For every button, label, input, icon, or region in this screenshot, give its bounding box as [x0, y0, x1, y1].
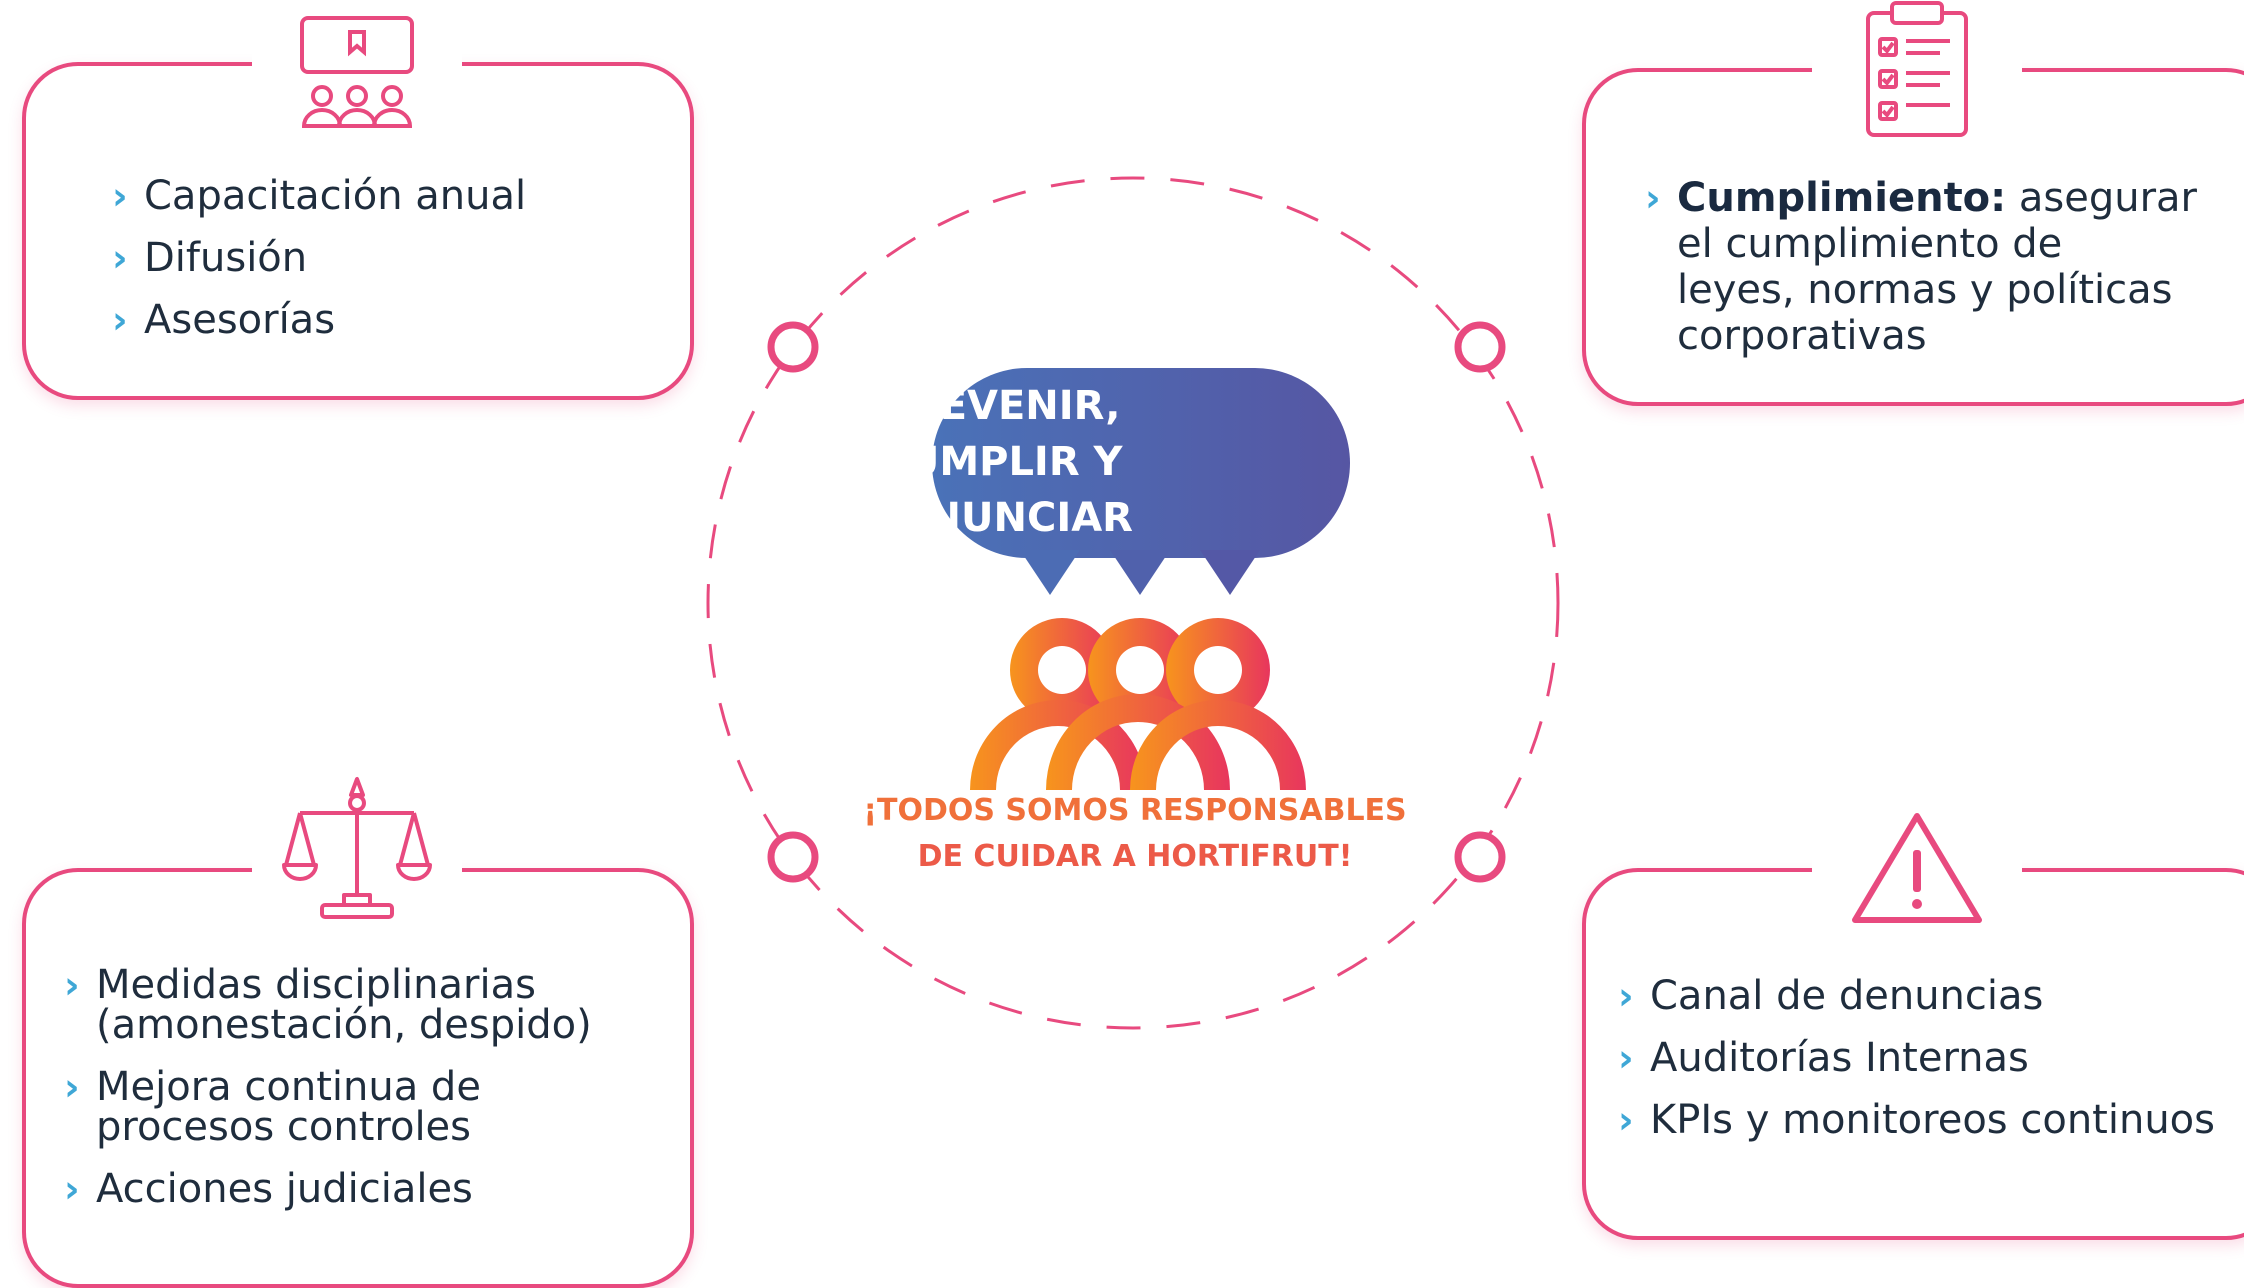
chevron-right-icon: › [64, 963, 80, 1007]
detection-list: ›Canal de denuncias ›Auditorías Internas… [1618, 975, 2215, 1161]
card-compliance-icon-holder [1812, 0, 2022, 140]
training-presentation-icon [300, 16, 414, 128]
list-item: ›Capacitación anual [112, 173, 527, 219]
tagline: ¡TODOS SOMOS RESPONSABLES DE CUIDAR A HO… [830, 788, 1440, 880]
node-top-right [1454, 321, 1506, 373]
chevron-right-icon: › [112, 236, 128, 280]
people-group-icon [970, 618, 1306, 790]
card-sanctions-icon-holder [252, 775, 462, 925]
compliance-label: Cumplimiento: [1677, 175, 2007, 221]
sanctions-list: › Medidas disciplinarias (amonestación, … [64, 965, 592, 1229]
list-item: › Acciones judiciales [64, 1166, 473, 1212]
card-detection [1582, 868, 2244, 1240]
card-prevention-icon-holder [252, 8, 462, 134]
chevron-right-icon: › [64, 1065, 80, 1109]
speech-bubble [932, 368, 1350, 595]
chevron-right-icon: › [1618, 1036, 1634, 1080]
dashed-circle [706, 176, 1560, 1030]
slogan-line-2: CUMPLIR Y [877, 439, 1123, 485]
list-item: Cumplimiento: asegurar el cumplimiento d… [1677, 175, 2197, 359]
slogan-line-3: DENUNCIAR [867, 495, 1133, 541]
chevron-right-icon: › [112, 174, 128, 218]
checklist-clipboard-icon [1866, 1, 1968, 137]
list-item: ›Auditorías Internas [1618, 1035, 2029, 1081]
node-top-left [767, 321, 819, 373]
tagline-line-1: ¡TODOS SOMOS RESPONSABLES [863, 793, 1407, 828]
list-item: ›KPIs y monitoreos continuos [1618, 1097, 2215, 1143]
list-item: ›Canal de denuncias [1618, 973, 2044, 1019]
chevron-right-icon: › [1618, 974, 1634, 1018]
list-item: › Medidas disciplinarias (amonestación, … [64, 962, 592, 1048]
central-diagram [706, 176, 1560, 1030]
list-item: ›Asesorías [112, 297, 336, 343]
tagline-line-2: DE CUIDAR A HORTIFRUT! [917, 839, 1353, 874]
slogan-line-1: PREVENIR, [879, 383, 1121, 429]
prevention-list: ›Capacitación anual ›Difusión ›Asesorías [112, 175, 526, 361]
chevron-right-icon: › [112, 298, 128, 342]
warning-triangle-icon [1852, 813, 1982, 923]
node-bottom-left [767, 831, 819, 883]
card-sanctions [22, 868, 694, 1288]
chevron-right-icon: › [1618, 1098, 1634, 1142]
node-bottom-right [1454, 831, 1506, 883]
compliance-list: › Cumplimiento: asegurar el cumplimiento… [1645, 175, 2225, 359]
list-item: ›Difusión [112, 235, 308, 281]
list-item: › Mejora continua de procesos controles [64, 1064, 481, 1150]
chevron-right-icon: › [1645, 176, 1661, 220]
slogan: PREVENIR, CUMPLIR Y DENUNCIAR [730, 378, 1270, 546]
chevron-right-icon: › [64, 1167, 80, 1211]
scales-of-justice-icon [282, 777, 432, 919]
card-detection-icon-holder [1812, 808, 2022, 928]
